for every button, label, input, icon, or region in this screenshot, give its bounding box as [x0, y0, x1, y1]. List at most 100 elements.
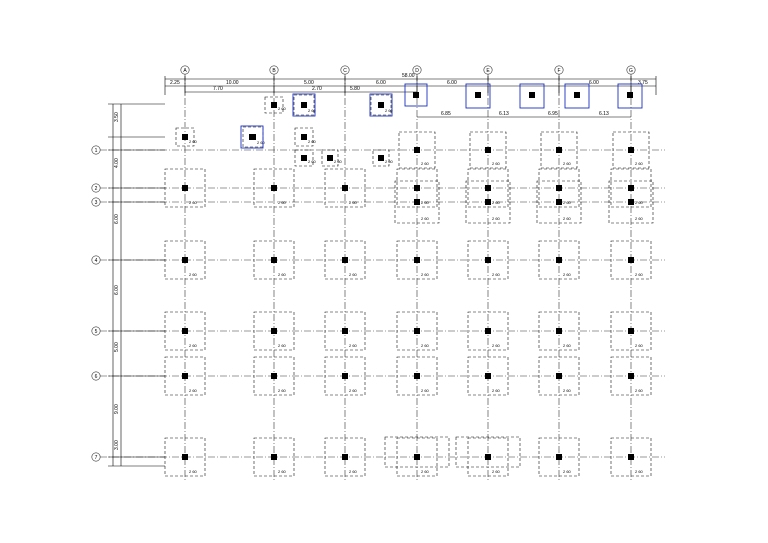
column-section — [301, 102, 307, 108]
column-section — [378, 102, 384, 108]
footing: 2 60 — [294, 127, 317, 147]
column-section — [485, 373, 491, 379]
footing-label: 2 60 — [492, 469, 501, 474]
column-bubble-label: A — [183, 68, 187, 74]
footing-label: 2 60 — [349, 272, 358, 277]
footing-outline — [164, 437, 206, 477]
footing: 2 60 — [608, 180, 654, 224]
dim-text-top: 6.00 — [589, 80, 599, 86]
footing-outline — [396, 356, 438, 396]
row-bubble-label: 7 — [95, 455, 98, 461]
footing-label: 2 60 — [421, 469, 430, 474]
footing-label: 2 60 — [492, 161, 501, 166]
footing: 2 60 — [538, 356, 580, 396]
footing-outline — [324, 168, 366, 208]
column-section — [556, 199, 562, 205]
column-section — [182, 257, 188, 263]
dim-text-top: 6.13 — [599, 111, 609, 117]
column-section — [414, 328, 420, 334]
footing: 2 60 — [467, 168, 509, 208]
dim-text-top: 5.00 — [304, 80, 314, 86]
footing: 2 60 — [396, 240, 438, 280]
footing: 2 60 — [612, 131, 650, 169]
column-section — [414, 147, 420, 153]
footing-label: 2 60 — [563, 272, 572, 277]
column-section — [485, 257, 491, 263]
footing-outline — [396, 240, 438, 280]
footing-outline — [164, 168, 206, 208]
dim-text-top: 7.70 — [213, 86, 223, 92]
column-section — [271, 102, 277, 108]
dim-text-left: 4.00 — [114, 158, 120, 168]
dim-text-top: 5.80 — [350, 86, 360, 92]
footing: 2 60 — [264, 96, 287, 114]
footing: 2 60 — [396, 437, 438, 477]
footing-label: 2 60 — [421, 200, 430, 205]
footing-label: 2 60 — [635, 216, 644, 221]
footing-label: 2 60 — [492, 272, 501, 277]
footing-label: 2 60 — [189, 272, 198, 277]
dim-text-top: 10.00 — [226, 80, 239, 86]
footing-label: 2 60 — [257, 140, 266, 145]
column-section — [271, 328, 277, 334]
row-bubble — [91, 326, 101, 336]
column-bubble — [269, 65, 279, 75]
footing-label: 2 60 — [492, 388, 501, 393]
footing-outline — [164, 311, 206, 351]
footing-outline — [253, 356, 295, 396]
footing-outline — [610, 311, 652, 351]
grid-axes — [100, 74, 665, 482]
footing: 2 60 — [253, 311, 295, 351]
footing-outline — [294, 149, 314, 167]
dim-text-overall: 58.00 — [402, 73, 415, 79]
column-section — [413, 92, 419, 98]
footing: 2 60 — [396, 356, 438, 396]
column-section — [556, 328, 562, 334]
footing-outline — [253, 168, 295, 208]
column-section — [342, 185, 348, 191]
footing: 2 60 — [467, 437, 509, 477]
footing-outline-wide — [455, 436, 521, 468]
footing: 2 60 — [324, 240, 366, 280]
footing: 2 60 — [294, 149, 317, 167]
footing: 2 60 — [538, 168, 580, 208]
row-bubble — [91, 183, 101, 193]
footing: 2 60 — [467, 311, 509, 351]
footing-outline — [253, 437, 295, 477]
footing-outline — [293, 94, 315, 116]
column-section — [556, 147, 562, 153]
footing: 2 60 — [538, 240, 580, 280]
footing-outline — [324, 311, 366, 351]
footing-label: 2 60 — [278, 469, 287, 474]
row-bubble-label: 4 — [95, 258, 98, 264]
footing: 2 60 — [469, 131, 507, 169]
column-bubble-label: C — [343, 68, 347, 74]
column-section — [414, 199, 420, 205]
footing-outline — [324, 240, 366, 280]
footing-outline — [324, 437, 366, 477]
column-section — [529, 92, 535, 98]
footing-label: 2 60 — [563, 343, 572, 348]
footing-outline — [264, 96, 284, 114]
footing: 2 60 — [467, 240, 509, 280]
footing: 2 60 — [465, 180, 511, 224]
footing-label: 2 60 — [635, 161, 644, 166]
footing-label: 2 60 — [635, 272, 644, 277]
row-bubble-label: 2 — [95, 186, 98, 192]
footing-outline — [164, 356, 206, 396]
dim-text-top: 6.85 — [441, 111, 451, 117]
row-bubble — [91, 145, 101, 155]
dim-text-left: 6.00 — [114, 285, 120, 295]
column-section — [182, 134, 188, 140]
footing: 2 60 — [610, 356, 652, 396]
column-section — [556, 454, 562, 460]
footing-outline — [465, 180, 511, 224]
footing-outline — [321, 149, 339, 167]
footing-label: 2 60 — [278, 343, 287, 348]
footing-label: 2 60 — [635, 200, 644, 205]
footing-label: 2 60 — [421, 272, 430, 277]
footing-label: 2 60 — [308, 139, 317, 144]
highlight-box — [519, 83, 545, 109]
